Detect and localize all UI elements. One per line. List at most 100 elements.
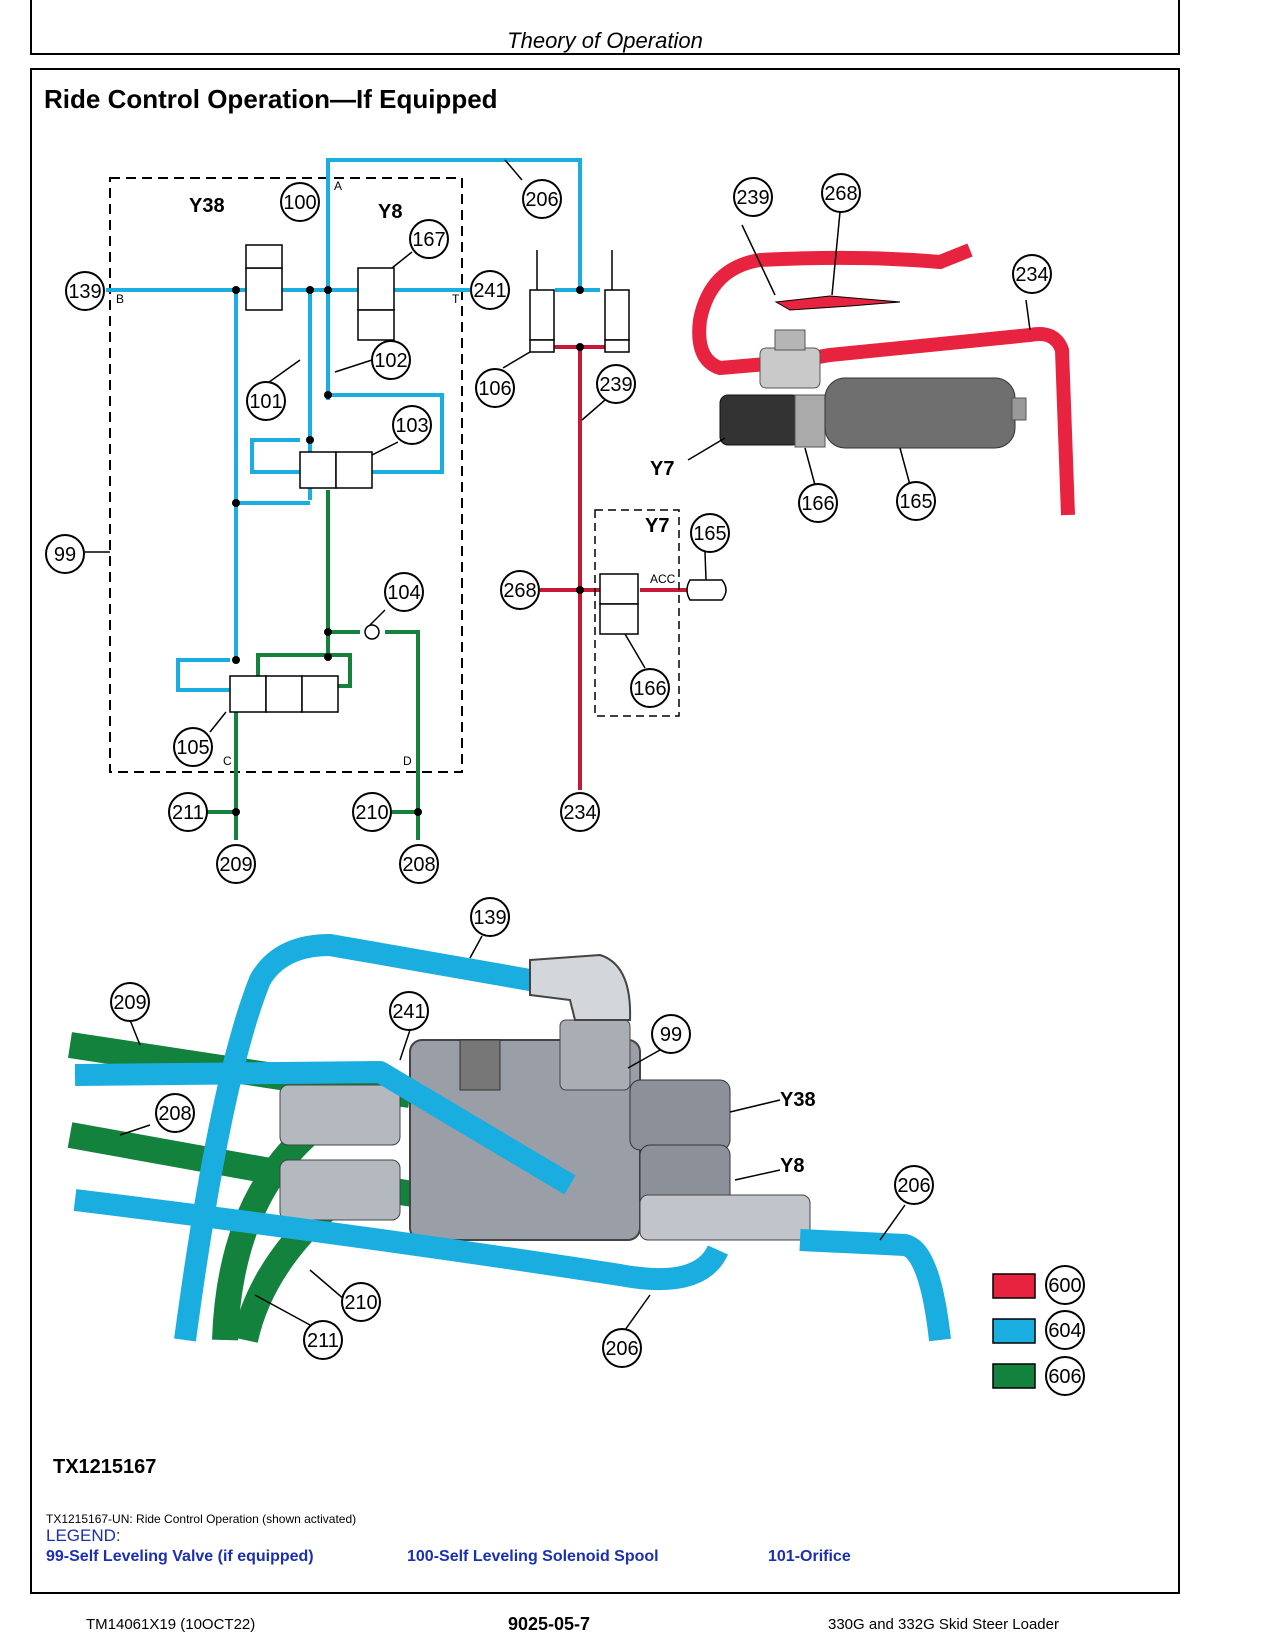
color-key: [992, 1273, 1036, 1389]
header-frame: Theory of Operation: [30, 0, 1180, 55]
callout-106: 106: [475, 368, 515, 408]
color-swatch-604: [992, 1318, 1036, 1344]
callout-268: 268: [500, 570, 540, 610]
callout-600: 600: [1045, 1265, 1085, 1305]
callout-211: 211: [303, 1320, 343, 1360]
callout-209: 209: [216, 844, 256, 884]
svg-text:211: 211: [307, 1330, 339, 1352]
callout-208: 208: [155, 1093, 195, 1133]
color-swatch-606: [992, 1363, 1036, 1389]
callout-layer: 99 100 101 102 103 104 105 106 139 165 166 167 206 20…: [45, 173, 1085, 1396]
callout-209: 209: [110, 982, 150, 1022]
callout-99: 99: [45, 534, 85, 574]
callout-234: 234: [560, 792, 600, 832]
valve-illustration: Y38 Y8: [67, 933, 951, 1343]
svg-text:166: 166: [801, 493, 834, 515]
figure-id: TX1215167: [53, 1456, 157, 1478]
footer-page-number: 9025-05-7: [508, 1614, 591, 1634]
svg-text:139: 139: [68, 281, 101, 303]
footer-product: 330G and 332G Skid Steer Loader: [828, 1616, 1059, 1633]
svg-text:241: 241: [473, 280, 506, 302]
svg-text:239: 239: [736, 187, 769, 209]
svg-text:A: A: [334, 179, 342, 193]
svg-text:234: 234: [1015, 264, 1048, 286]
svg-text:210: 210: [344, 1292, 377, 1314]
section-title: Ride Control Operation—If Equipped: [44, 84, 498, 114]
legend-item-99: 99-Self Leveling Valve (if equipped): [46, 1548, 314, 1565]
callout-206: 206: [894, 1165, 934, 1205]
svg-text:Y8: Y8: [780, 1155, 804, 1177]
svg-text:99: 99: [660, 1024, 682, 1046]
svg-text:ACC: ACC: [650, 572, 676, 586]
callout-102: 102: [371, 340, 411, 380]
svg-text:Y7: Y7: [645, 515, 669, 537]
svg-text:606: 606: [1048, 1366, 1081, 1388]
callout-166: 166: [630, 668, 670, 708]
callout-206: 206: [522, 179, 562, 219]
callout-103: 103: [392, 405, 432, 445]
svg-text:208: 208: [158, 1103, 191, 1125]
svg-text:241: 241: [392, 1001, 425, 1023]
accumulator-illustration: Y7: [650, 211, 1075, 516]
schematic-port-labels: A B T C D ACC Y38 Y8 Y7: [116, 179, 676, 768]
callout-139: 139: [470, 897, 510, 937]
svg-text:99: 99: [54, 544, 76, 566]
svg-text:101: 101: [249, 391, 282, 413]
callout-268: 268: [821, 173, 861, 213]
callout-241: 241: [470, 270, 510, 310]
legend-item-101: 101-Orifice: [768, 1548, 851, 1565]
svg-text:165: 165: [693, 523, 726, 545]
callout-165: 165: [896, 481, 936, 521]
svg-text:206: 206: [605, 1338, 638, 1360]
callout-239: 239: [733, 177, 773, 217]
callout-105: 105: [173, 727, 213, 767]
svg-text:210: 210: [355, 802, 388, 824]
svg-text:268: 268: [824, 183, 857, 205]
footer-doc-id: TM14061X19 (10OCT22): [86, 1616, 256, 1633]
svg-text:106: 106: [478, 378, 511, 400]
callout-166: 166: [798, 483, 838, 523]
svg-text:139: 139: [473, 907, 506, 929]
svg-text:206: 206: [897, 1175, 930, 1197]
svg-text:Y7: Y7: [650, 458, 674, 480]
callout-100: 100: [280, 182, 320, 222]
callout-208: 208: [399, 844, 439, 884]
svg-text:209: 209: [113, 992, 146, 1014]
callout-104: 104: [384, 572, 424, 612]
svg-text:D: D: [403, 754, 412, 768]
callout-210: 210: [341, 1282, 381, 1322]
legend-item-100: 100-Self Leveling Solenoid Spool: [407, 1548, 659, 1565]
svg-text:208: 208: [402, 854, 435, 876]
callout-206: 206: [602, 1328, 642, 1368]
svg-text:T: T: [452, 292, 460, 306]
content-frame: [30, 68, 1180, 1594]
svg-text:103: 103: [395, 415, 428, 437]
svg-text:268: 268: [503, 580, 536, 602]
page-header-title: Theory of Operation: [507, 28, 703, 53]
callout-234: 234: [1012, 254, 1052, 294]
svg-text:Y8: Y8: [378, 201, 402, 223]
svg-text:C: C: [223, 754, 232, 768]
legend-heading: LEGEND:: [46, 1526, 121, 1545]
svg-text:239: 239: [599, 374, 632, 396]
svg-text:600: 600: [1048, 1275, 1081, 1297]
svg-text:209: 209: [219, 854, 252, 876]
svg-text:206: 206: [525, 189, 558, 211]
svg-text:234: 234: [563, 802, 596, 824]
svg-text:165: 165: [899, 491, 932, 513]
callout-239: 239: [596, 364, 636, 404]
callout-211: 211: [168, 792, 208, 832]
svg-text:604: 604: [1048, 1320, 1081, 1342]
svg-text:102: 102: [374, 350, 407, 372]
svg-text:B: B: [116, 292, 124, 306]
svg-text:105: 105: [176, 737, 209, 759]
callout-606: 606: [1045, 1356, 1085, 1396]
callout-167: 167: [409, 219, 449, 259]
callout-604: 604: [1045, 1310, 1085, 1350]
svg-text:166: 166: [633, 678, 666, 700]
svg-text:211: 211: [172, 802, 204, 824]
callout-241: 241: [389, 991, 429, 1031]
callout-210: 210: [352, 792, 392, 832]
callout-139: 139: [65, 271, 105, 311]
svg-text:100: 100: [283, 192, 316, 214]
